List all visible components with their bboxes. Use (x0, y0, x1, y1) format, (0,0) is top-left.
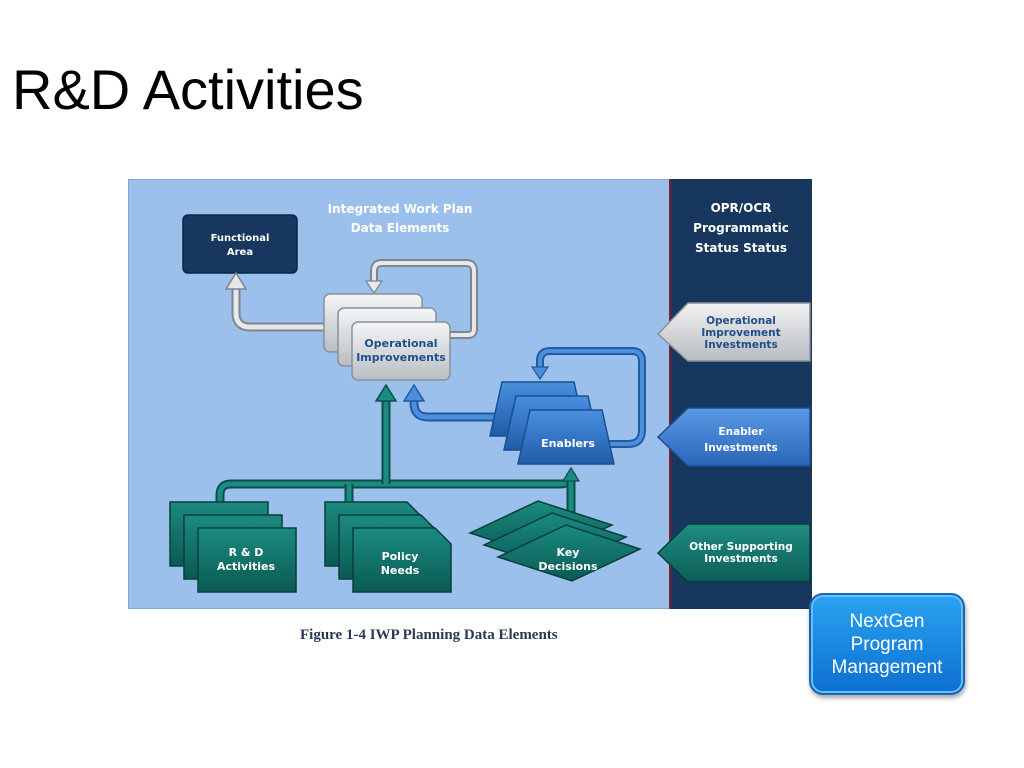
other-investments-label-line2: Investments (704, 553, 777, 565)
iwp-figure: Integrated Work Plan Data Elements Funct… (128, 179, 812, 609)
key-decisions-label-line1: Key (557, 546, 580, 559)
diagram-header-line1: Integrated Work Plan (328, 202, 473, 216)
operational-investments-arrow (656, 302, 811, 362)
slide-title: R&D Activities (12, 58, 364, 121)
nextgen-button-line2: Program (850, 633, 924, 655)
rd-activities-label-line1: R & D (229, 546, 264, 559)
key-decisions-label-line2: Decisions (538, 560, 598, 573)
side-panel-header-line1: OPR/OCR (711, 201, 772, 215)
enabler-card-front (517, 409, 615, 465)
operational-investments-label-line1: Operational (706, 315, 776, 327)
enabler-investments-arrow (656, 407, 811, 467)
side-panel-header-line2: Programmatic (693, 221, 789, 235)
decision-card-front (495, 524, 643, 582)
nextgen-button-line3: Management (831, 656, 943, 678)
diagram-header-line2: Data Elements (351, 221, 450, 235)
operational-investments-label-line2: Improvement (701, 327, 780, 339)
functional-area-box (182, 214, 298, 274)
functional-area-label-line1: Functional (211, 233, 270, 244)
operational-improvements-label-line1: Operational (364, 337, 437, 350)
policy-needs-label-line2: Needs (381, 564, 420, 577)
rd-card-front (197, 527, 297, 593)
figure-caption: Figure 1-4 IWP Planning Data Elements (300, 627, 558, 643)
rd-activities-label-line2: Activities (217, 560, 275, 573)
oi-card-front (351, 321, 451, 381)
side-panel-header-line3: Status Status (695, 241, 787, 255)
nextgen-program-management-button[interactable]: NextGen Program Management (809, 593, 965, 695)
other-investments-label-line1: Other Supporting (689, 541, 792, 553)
other-investments-arrow (656, 523, 811, 583)
iwp-diagram: Integrated Work Plan Data Elements Funct… (128, 179, 812, 609)
nextgen-button-line1: NextGen (849, 610, 925, 632)
enabler-investments-label-line1: Enabler (718, 426, 764, 438)
policy-card-front (352, 527, 452, 593)
operational-investments-label-line3: Investments (704, 339, 777, 351)
enabler-investments-label-line2: Investments (704, 442, 777, 454)
operational-improvements-label-line2: Improvements (356, 351, 446, 364)
policy-needs-label-line1: Policy (382, 550, 419, 563)
enablers-label: Enablers (541, 437, 595, 450)
functional-area-label-line2: Area (227, 247, 253, 258)
up-arrow-head (224, 271, 248, 290)
